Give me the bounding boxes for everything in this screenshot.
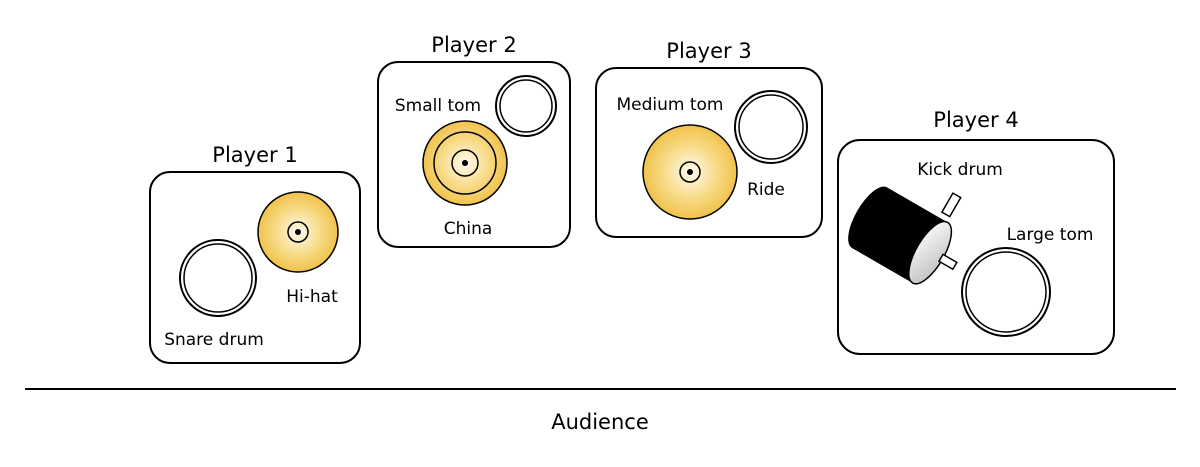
medium-tom-icon (734, 90, 808, 164)
ride-label: Ride (747, 180, 785, 200)
player-3-title: Player 3 (666, 39, 751, 63)
player-4-title: Player 4 (933, 108, 1018, 132)
china-label: China (444, 219, 493, 239)
snare-drum-label: Snare drum (164, 330, 264, 350)
small-tom-label: Small tom (395, 96, 481, 116)
large-tom-icon (961, 247, 1051, 337)
hi-hat-cymbal-icon (257, 191, 339, 273)
kick-drum-icon (848, 186, 962, 285)
small-tom-icon (495, 75, 557, 137)
player-4-area: Player 4 Kick drum Large tom (837, 108, 1115, 355)
player-3-area: Player 3 Medium tom Ride (595, 39, 823, 238)
ride-cymbal-icon (642, 124, 738, 220)
player-2-area: Player 2 Small tom China (377, 33, 571, 248)
player-2-title: Player 2 (431, 33, 516, 57)
hi-hat-label: Hi-hat (286, 287, 338, 307)
medium-tom-label: Medium tom (616, 95, 723, 115)
kick-drum-label: Kick drum (917, 160, 1003, 180)
player-1-area: Player 1 Hi-hat Snare drum (149, 143, 361, 364)
china-cymbal-icon (422, 120, 508, 206)
player-1-title: Player 1 (212, 143, 297, 167)
snare-drum-icon (179, 239, 257, 317)
audience-label: Audience (551, 410, 649, 434)
large-tom-label: Large tom (1007, 225, 1094, 245)
